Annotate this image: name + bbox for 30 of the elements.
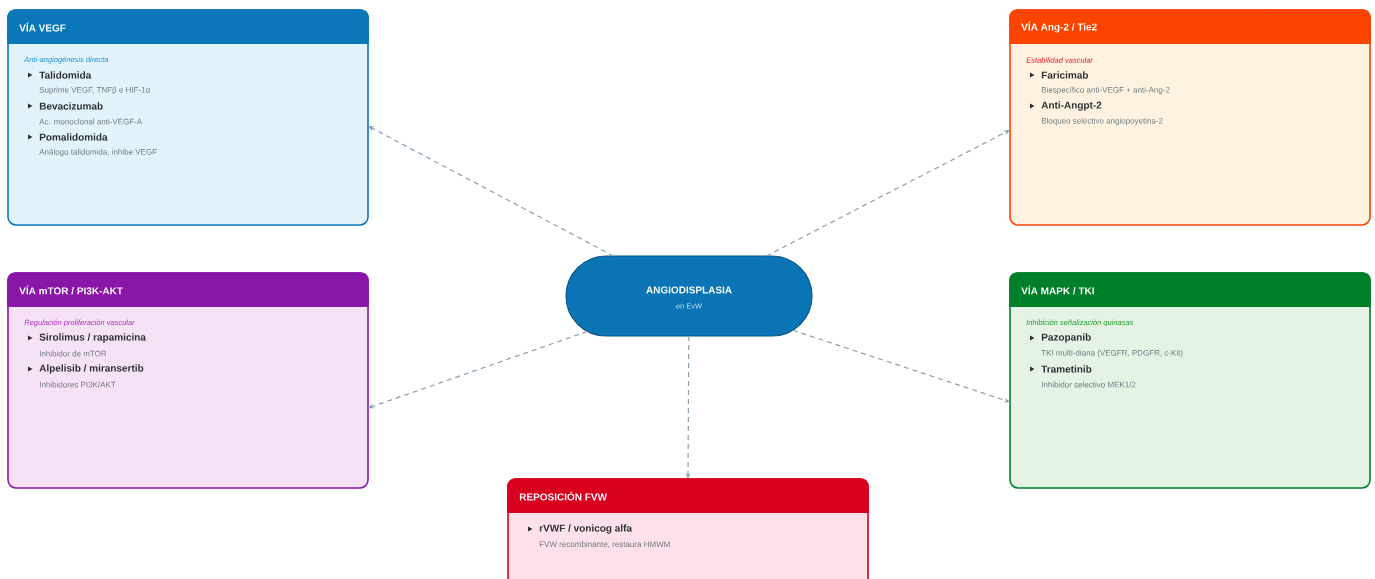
drug-name: Sirolimus / rapamicina — [39, 333, 146, 343]
arrow — [765, 130, 1010, 257]
drug-description: Inhibidor de mTOR — [39, 350, 107, 357]
arrow — [792, 329, 1010, 403]
card-title: VÍA MAPK / TKI — [1021, 285, 1094, 295]
drug-name: Pomalidomida — [39, 133, 108, 141]
drug-description: Inhibidor selectivo MEK1/2 — [1041, 381, 1136, 388]
drug-description: Biespecífico anti-VEGF + anti-Ang-2 — [1041, 86, 1170, 95]
arrow — [368, 126, 615, 257]
drug-description: Inhibidores PI3K/AKT — [39, 381, 116, 388]
drug-description: FVW recombinante, restaura HMWM — [539, 541, 670, 548]
drug-name: Talidomida — [39, 71, 92, 79]
drug-name: rVWF / vonicog alfa — [539, 524, 633, 534]
drug-description: Ac. monoclonal anti-VEGF-A — [39, 118, 143, 125]
drug-description: TKI multi-diana (VEGFR, PDGFR, c-Kit) — [1041, 349, 1183, 358]
pill-title: ANGIODISPLASIA — [646, 286, 732, 294]
drug-name: Alpelisib / miransertib — [39, 364, 144, 374]
drug-name: Bevacizumab — [39, 102, 103, 110]
drug-description: Bloqueo selectivo angiopoyetina-2 — [1041, 117, 1163, 126]
drug-description: Suprime VEGF, TNFβ e HIF-1α — [39, 86, 150, 95]
drug-name: Faricimab — [1041, 71, 1089, 79]
card-title: VÍA mTOR / PI3K-AKT — [19, 285, 123, 295]
drug-name: Pazopanib — [1041, 333, 1091, 343]
card-title: VÍA Ang-2 / Tie2 — [1021, 21, 1097, 33]
card-title: VÍA VEGF — [19, 22, 66, 32]
drug-description: Análogo talidomida, inhibe VEGF — [39, 148, 157, 157]
drug-name: Anti-Angpt-2 — [1041, 101, 1102, 111]
card-title: REPOSICIÓN FVW — [519, 491, 607, 501]
drug-name: Trametinib — [1041, 365, 1092, 373]
arrow — [368, 330, 589, 409]
